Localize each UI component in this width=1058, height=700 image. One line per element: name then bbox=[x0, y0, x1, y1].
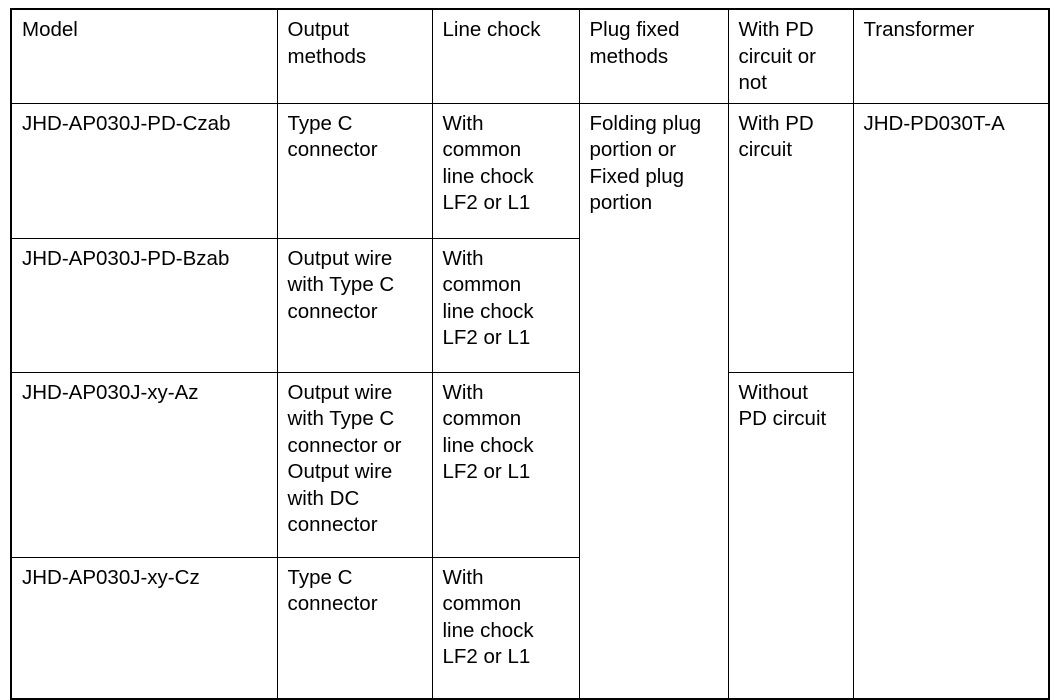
column-header-line-chock-label: Line chock bbox=[442, 18, 541, 41]
product-specification-table: Model Output methods Line chock Plug fix… bbox=[10, 8, 1050, 700]
column-header-output-methods-label: Output methods bbox=[287, 18, 367, 68]
cell-pd-circuit-with: With PD circuit bbox=[727, 102, 854, 373]
cell-transformer-value: JHD-PD030T-A bbox=[863, 111, 1005, 135]
cell-line-chock: With common line chock LF2 or L1 bbox=[431, 371, 580, 558]
cell-output-methods-value: Type C connector bbox=[287, 111, 378, 162]
cell-pd-circuit-without-value: Without PD circuit bbox=[738, 380, 827, 431]
cell-model-value: JHD-AP030J-xy-Az bbox=[22, 380, 199, 404]
cell-line-chock-value: With common line chock LF2 or L1 bbox=[442, 565, 534, 669]
cell-plug-fixed-methods-value: Folding plug portion or Fixed plug porti… bbox=[589, 111, 702, 215]
cell-model-value: JHD-AP030J-PD-Czab bbox=[22, 111, 231, 135]
cell-model-value: JHD-AP030J-PD-Bzab bbox=[22, 246, 230, 270]
cell-transformer: JHD-PD030T-A bbox=[852, 102, 1050, 699]
table-header: Model Output methods Line chock Plug fix… bbox=[10, 8, 1050, 104]
column-header-transformer-label: Transformer bbox=[863, 18, 975, 41]
cell-output-methods: Output wire with Type C connector bbox=[276, 237, 433, 373]
cell-output-methods: Type C connector bbox=[276, 102, 433, 239]
column-header-plug-fixed-methods: Plug fixed methods bbox=[578, 8, 729, 104]
cell-pd-circuit-without: Without PD circuit bbox=[727, 371, 854, 699]
cell-line-chock-value: With common line chock LF2 or L1 bbox=[442, 111, 534, 215]
table-row: JHD-AP030J-PD-Czab Type C connector With… bbox=[10, 102, 1050, 699]
column-header-output-methods: Output methods bbox=[276, 8, 433, 104]
cell-line-chock: With common line chock LF2 or L1 bbox=[431, 237, 580, 373]
column-header-model-label: Model bbox=[22, 18, 78, 41]
table-body: JHD-AP030J-PD-Czab Type C connector With… bbox=[10, 102, 1050, 699]
cell-model-value: JHD-AP030J-xy-Cz bbox=[22, 565, 200, 589]
cell-output-methods-value: Output wire with Type C connector or Out… bbox=[287, 380, 402, 537]
cell-output-methods: Type C connector bbox=[276, 556, 433, 699]
cell-plug-fixed-methods: Folding plug portion or Fixed plug porti… bbox=[578, 102, 729, 699]
column-header-line-chock: Line chock bbox=[431, 8, 580, 104]
column-header-pd-circuit: With PD circuit or not bbox=[727, 8, 854, 104]
table-row: JHD-AP030J-PD-Bzab Output wire with Type… bbox=[10, 237, 1049, 373]
cell-model: JHD-AP030J-xy-Az bbox=[10, 371, 278, 558]
cell-line-chock-value: With common line chock LF2 or L1 bbox=[442, 246, 534, 350]
column-header-pd-circuit-label: With PD circuit or not bbox=[738, 18, 816, 94]
cell-output-methods-value: Type C connector bbox=[287, 565, 378, 616]
cell-pd-circuit-with-value: With PD circuit bbox=[738, 111, 814, 162]
column-header-plug-fixed-methods-label: Plug fixed methods bbox=[589, 18, 680, 68]
column-header-transformer: Transformer bbox=[852, 8, 1050, 104]
cell-line-chock: With common line chock LF2 or L1 bbox=[431, 556, 580, 699]
cell-line-chock-value: With common line chock LF2 or L1 bbox=[442, 380, 534, 484]
cell-line-chock: With common line chock LF2 or L1 bbox=[431, 102, 580, 239]
cell-model: JHD-AP030J-xy-Cz bbox=[10, 556, 278, 699]
cell-model: JHD-AP030J-PD-Bzab bbox=[10, 237, 278, 373]
table-row: JHD-AP030J-xy-Az Output wire with Type C… bbox=[10, 371, 1049, 699]
page-root: Model Output methods Line chock Plug fix… bbox=[10, 8, 1050, 700]
cell-model: JHD-AP030J-PD-Czab bbox=[10, 102, 278, 239]
cell-output-methods-value: Output wire with Type C connector bbox=[287, 246, 395, 323]
column-header-model: Model bbox=[10, 8, 278, 104]
cell-output-methods: Output wire with Type C connector or Out… bbox=[276, 371, 433, 558]
table-header-row: Model Output methods Line chock Plug fix… bbox=[10, 8, 1050, 104]
